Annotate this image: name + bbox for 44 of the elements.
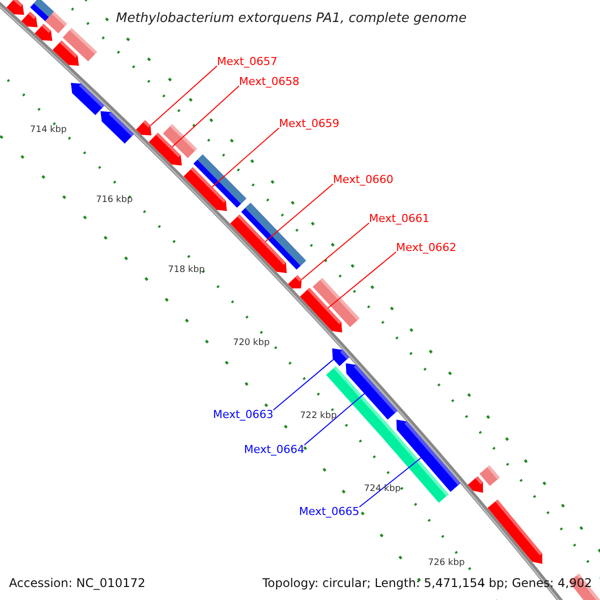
gene-feature (52, 40, 79, 66)
leader-line (172, 86, 240, 148)
gene-label: Mext_0657 (217, 55, 278, 68)
gene-feature (184, 167, 227, 211)
position-label: 724 kbp (364, 483, 401, 496)
leader-line (328, 252, 396, 308)
leader-line (150, 66, 218, 126)
gene-label: Mext_0664 (244, 443, 304, 456)
gene-label: Mext_0663 (213, 408, 274, 421)
gene-label: Mext_0661 (369, 212, 430, 225)
position-label: 722 kbp (300, 410, 337, 423)
leader-line (358, 457, 422, 508)
gene-label: Mext_0658 (239, 75, 300, 88)
gene-feature (230, 214, 287, 274)
position-label: 716 kbp (96, 194, 133, 207)
gene-feature (300, 288, 342, 332)
leader-line (265, 184, 334, 242)
position-label: 714 kbp (30, 124, 67, 137)
gene-label: Mext_0665 (299, 505, 360, 518)
gene-bar (480, 465, 500, 486)
leader-line (301, 222, 370, 280)
gene-feature (21, 12, 38, 28)
gene-feature (70, 82, 104, 116)
gene-feature (288, 275, 302, 288)
accession-text: Accession: NC_010172 (9, 575, 146, 592)
gene-feature (100, 111, 134, 144)
gene-label: Mext_0659 (279, 117, 340, 130)
position-label: 718 kbp (168, 264, 205, 277)
gene-feature (148, 132, 182, 166)
leader-line (304, 393, 365, 446)
gene-label: Mext_0660 (333, 173, 394, 186)
gene-feature (34, 24, 52, 41)
gene-feature (332, 348, 350, 366)
gene-feature (6, 0, 24, 15)
genome-title: Methylobacterium extorquens PA1, complete genome (116, 10, 467, 28)
gene-feature (468, 476, 484, 493)
gene-feature (136, 120, 152, 136)
gene-label: Mext_0662 (396, 241, 456, 254)
leader-line (212, 128, 280, 188)
position-label: 720 kbp (233, 337, 270, 350)
position-label: 726 kbp (428, 557, 465, 570)
genome-stats-text: Topology: circular; Length: 5,471,154 bp; Genes: 4,902 (262, 575, 592, 592)
leader-line (272, 358, 334, 410)
gene-feature (488, 500, 542, 564)
